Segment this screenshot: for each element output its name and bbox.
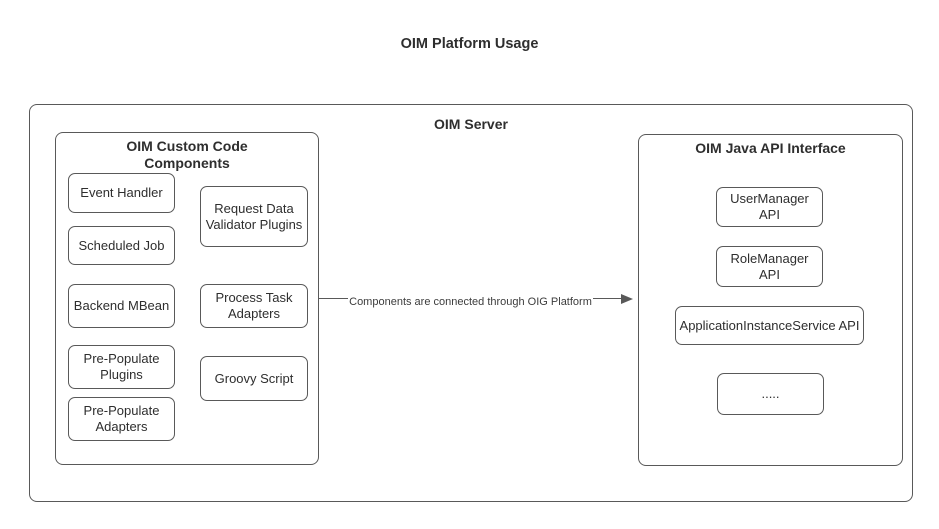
node-more-apis: ..... — [717, 373, 824, 415]
connector-arrowhead-icon — [621, 293, 633, 304]
node-usermanager-api: UserManager API — [716, 187, 823, 227]
node-groovy-script: Groovy Script — [200, 356, 308, 401]
oim-server-label: OIM Server — [434, 116, 508, 132]
custom-code-components-label: OIM Custom Code Components — [126, 138, 248, 171]
node-pre-populate-plugins: Pre-Populate Plugins — [68, 345, 175, 389]
java-api-interface-container: OIM Java API Interface UserManager API R… — [638, 134, 903, 466]
node-scheduled-job: Scheduled Job — [68, 226, 175, 265]
custom-code-components-container: OIM Custom Code Components Event Handler… — [55, 132, 319, 465]
node-applicationinstanceservice-api: ApplicationInstanceService API — [675, 306, 864, 345]
node-pre-populate-adapters: Pre-Populate Adapters — [68, 397, 175, 441]
node-event-handler: Event Handler — [68, 173, 175, 213]
node-rolemanager-api: RoleManager API — [716, 246, 823, 287]
node-process-task-adapters: Process Task Adapters — [200, 284, 308, 328]
diagram-title: OIM Platform Usage — [400, 36, 539, 52]
connector-label: Components are connected through OIG Pla… — [348, 296, 593, 308]
java-api-interface-label: OIM Java API Interface — [695, 140, 846, 156]
node-backend-mbean: Backend MBean — [68, 284, 175, 328]
node-request-data-validator-plugins: Request Data Validator Plugins — [200, 186, 308, 247]
connector-label-wrap: Components are connected through OIG Pla… — [319, 292, 622, 310]
oim-server-container: OIM Server OIM Custom Code Components Ev… — [29, 104, 913, 502]
